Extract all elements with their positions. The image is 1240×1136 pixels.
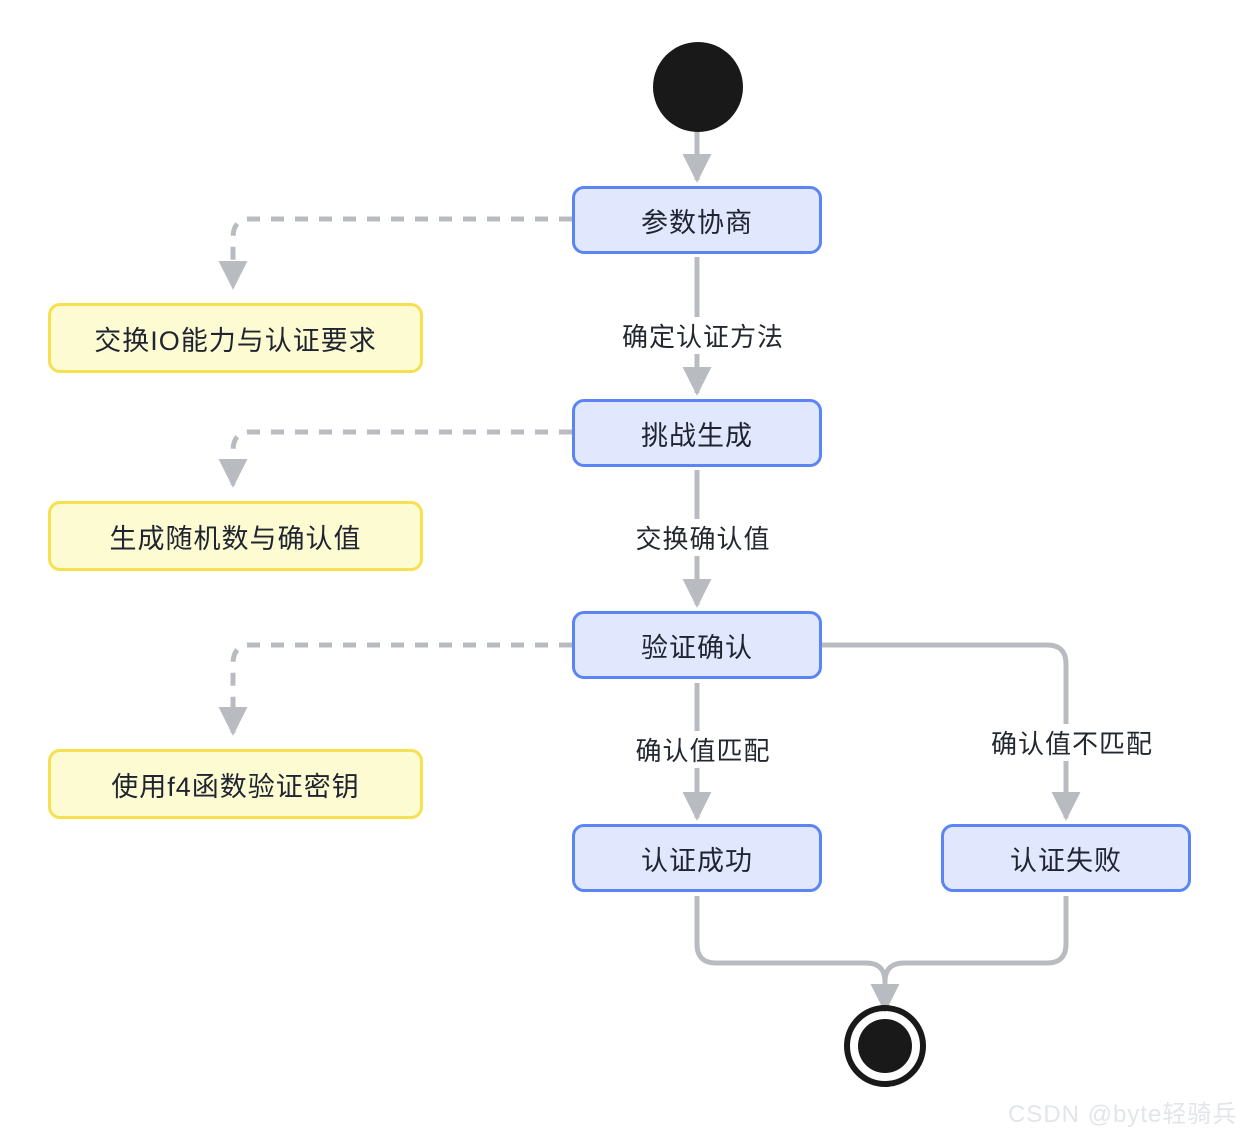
edge-note2-link (218, 429, 572, 488)
start-node[interactable] (652, 41, 744, 133)
edge-label-confirm-mismatch: 确认值不匹配 (941, 724, 1203, 761)
edge-label-confirm-match: 确认值匹配 (572, 731, 834, 768)
note-node-generate-random[interactable]: 生成随机数与确认值 (48, 501, 423, 571)
note-node-f4-verify[interactable]: 使用f4函数验证密钥 (48, 749, 423, 819)
edge-note1-link (218, 216, 572, 290)
edge-label-confirm-mismatch-text: 确认值不匹配 (990, 729, 1153, 759)
state-node-success[interactable]: 认证成功 (572, 824, 822, 892)
edge-failure-to-end (882, 896, 1069, 1010)
note-label-f4-verify: 使用f4函数验证密钥 (111, 771, 360, 802)
state-node-negotiate[interactable]: 参数协商 (572, 186, 822, 254)
edge-note3-link (218, 642, 572, 736)
state-node-verify[interactable]: 验证确认 (572, 611, 822, 679)
state-label-verify: 验证确认 (641, 632, 753, 663)
state-label-success: 认证成功 (641, 845, 753, 876)
note-label-exchange-io: 交换IO能力与认证要求 (94, 325, 377, 356)
edge-label-auth-method-text: 确定认证方法 (621, 322, 784, 352)
edge-label-exchange-confirm-text: 交换确认值 (635, 524, 771, 554)
note-label-generate-random: 生成随机数与确认值 (109, 523, 362, 554)
state-node-challenge[interactable]: 挑战生成 (572, 399, 822, 467)
state-label-challenge: 挑战生成 (641, 420, 753, 451)
edge-label-confirm-match-text: 确认值匹配 (635, 736, 771, 766)
end-node[interactable] (844, 1005, 926, 1087)
watermark-text: CSDN @byte轻骑兵 (1008, 1101, 1238, 1128)
edge-label-auth-method: 确定认证方法 (572, 317, 834, 354)
watermark: CSDN @byte轻骑兵 (1008, 1094, 1237, 1129)
edge-success-to-end (694, 896, 900, 1013)
edge-label-exchange-confirm: 交换确认值 (572, 519, 834, 556)
state-label-negotiate: 参数协商 (641, 207, 753, 238)
state-label-failure: 认证失败 (1010, 845, 1122, 876)
state-node-failure[interactable]: 认证失败 (941, 824, 1191, 892)
note-node-exchange-io[interactable]: 交换IO能力与认证要求 (48, 303, 423, 373)
